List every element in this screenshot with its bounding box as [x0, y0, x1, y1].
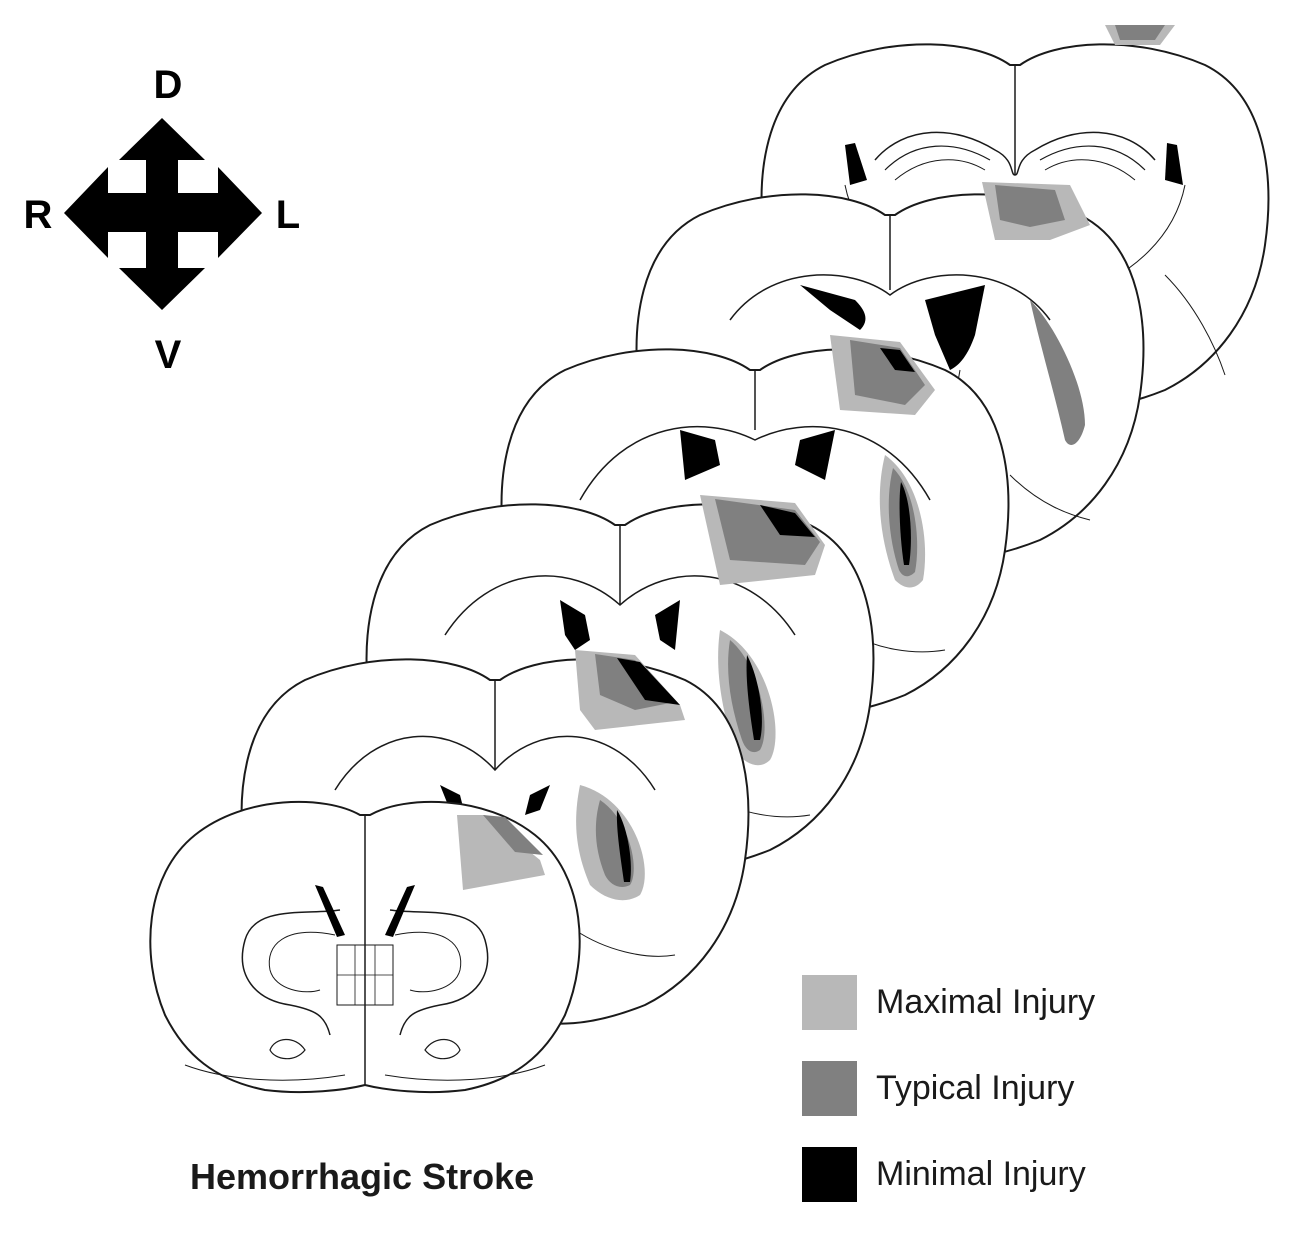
typical-injury-region	[995, 185, 1065, 227]
maximal-injury-swatch	[802, 975, 857, 1030]
legend-label-typical: Typical Injury	[876, 1069, 1074, 1108]
minimal-injury-swatch	[802, 1147, 857, 1202]
brain-section-6	[150, 802, 579, 1092]
legend-item-typical: Typical Injury	[802, 1061, 1222, 1147]
injury-legend: Maximal Injury Typical Injury Minimal In…	[802, 975, 1222, 1233]
figure-caption: Hemorrhagic Stroke	[190, 1156, 534, 1198]
orientation-compass: D V R L	[24, 63, 301, 377]
ventral-label: V	[155, 333, 182, 377]
right-label: R	[24, 193, 53, 237]
dorsal-label: D	[154, 63, 183, 107]
four-way-arrow-icon	[64, 118, 262, 310]
legend-label-minimal: Minimal Injury	[876, 1155, 1086, 1194]
left-label: L	[276, 193, 300, 237]
legend-item-maximal: Maximal Injury	[802, 975, 1222, 1061]
legend-item-minimal: Minimal Injury	[802, 1147, 1222, 1233]
typical-injury-swatch	[802, 1061, 857, 1116]
legend-label-maximal: Maximal Injury	[876, 983, 1095, 1022]
